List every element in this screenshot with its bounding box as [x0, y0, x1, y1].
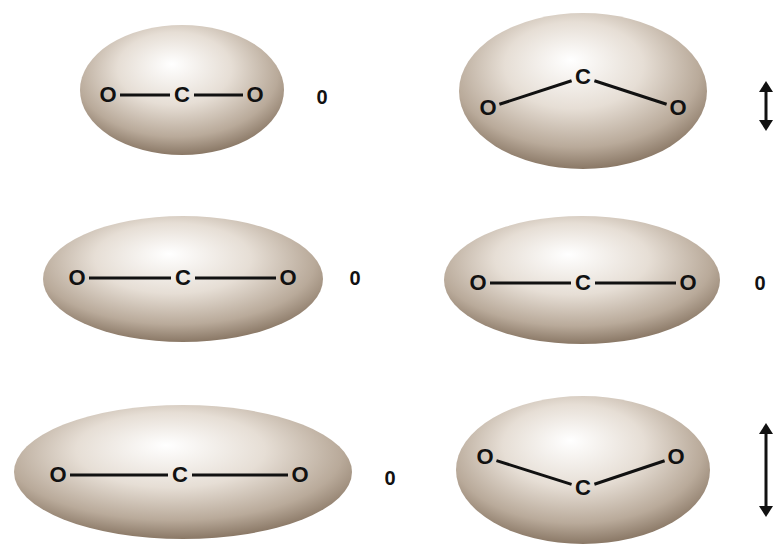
atom-symbol: O	[679, 272, 696, 294]
atom-symbol: O	[68, 267, 85, 289]
atom-symbol: C	[575, 272, 591, 294]
molecule-ellipse: OCO	[443, 215, 721, 345]
atom-symbol: C	[174, 84, 190, 106]
bond-line	[594, 81, 666, 105]
molecule-ellipse: O C O	[458, 12, 708, 170]
atom-symbol: C	[575, 66, 591, 88]
electron-cloud	[455, 395, 711, 545]
bond-line	[496, 461, 571, 485]
atom-symbol: O	[469, 272, 486, 294]
bond-line	[594, 461, 664, 484]
arrow-head	[759, 423, 773, 434]
atom-symbol: O	[667, 446, 684, 468]
bond-line	[120, 94, 170, 97]
bond-line	[490, 282, 571, 285]
molecule-ellipse: O C O	[455, 395, 711, 545]
bond-line	[195, 277, 276, 280]
dipole-value: 0	[754, 273, 765, 293]
atom-symbol: O	[99, 84, 116, 106]
atom-symbol: C	[172, 464, 188, 486]
molecule-ellipse: OCO	[79, 24, 285, 156]
bond-line	[89, 277, 171, 280]
atom-symbol: O	[669, 97, 686, 119]
bond-line	[192, 474, 288, 477]
atom-symbol: O	[479, 97, 496, 119]
dipole-arrow	[765, 432, 768, 508]
dipole-value: 0	[384, 468, 395, 488]
arrow-head	[759, 506, 773, 517]
molecule-ellipse: OCO	[42, 215, 324, 343]
dipole-arrow	[765, 90, 768, 122]
bond-line	[595, 282, 676, 285]
bond-line	[70, 474, 168, 477]
atom-symbol: C	[175, 267, 191, 289]
arrow-head	[759, 120, 773, 131]
dipole-value: 0	[316, 87, 327, 107]
arrow-head	[759, 81, 773, 92]
electron-cloud	[458, 12, 708, 170]
atom-symbol: O	[476, 446, 493, 468]
bond-line	[194, 94, 243, 97]
atom-symbol: O	[279, 267, 296, 289]
molecule-ellipse: OCO	[13, 404, 353, 540]
atom-symbol: O	[246, 84, 263, 106]
dipole-value: 0	[349, 268, 360, 288]
atom-symbol: O	[291, 464, 308, 486]
atom-symbol: C	[575, 477, 591, 499]
atom-symbol: O	[49, 464, 66, 486]
bond-line	[499, 81, 571, 105]
